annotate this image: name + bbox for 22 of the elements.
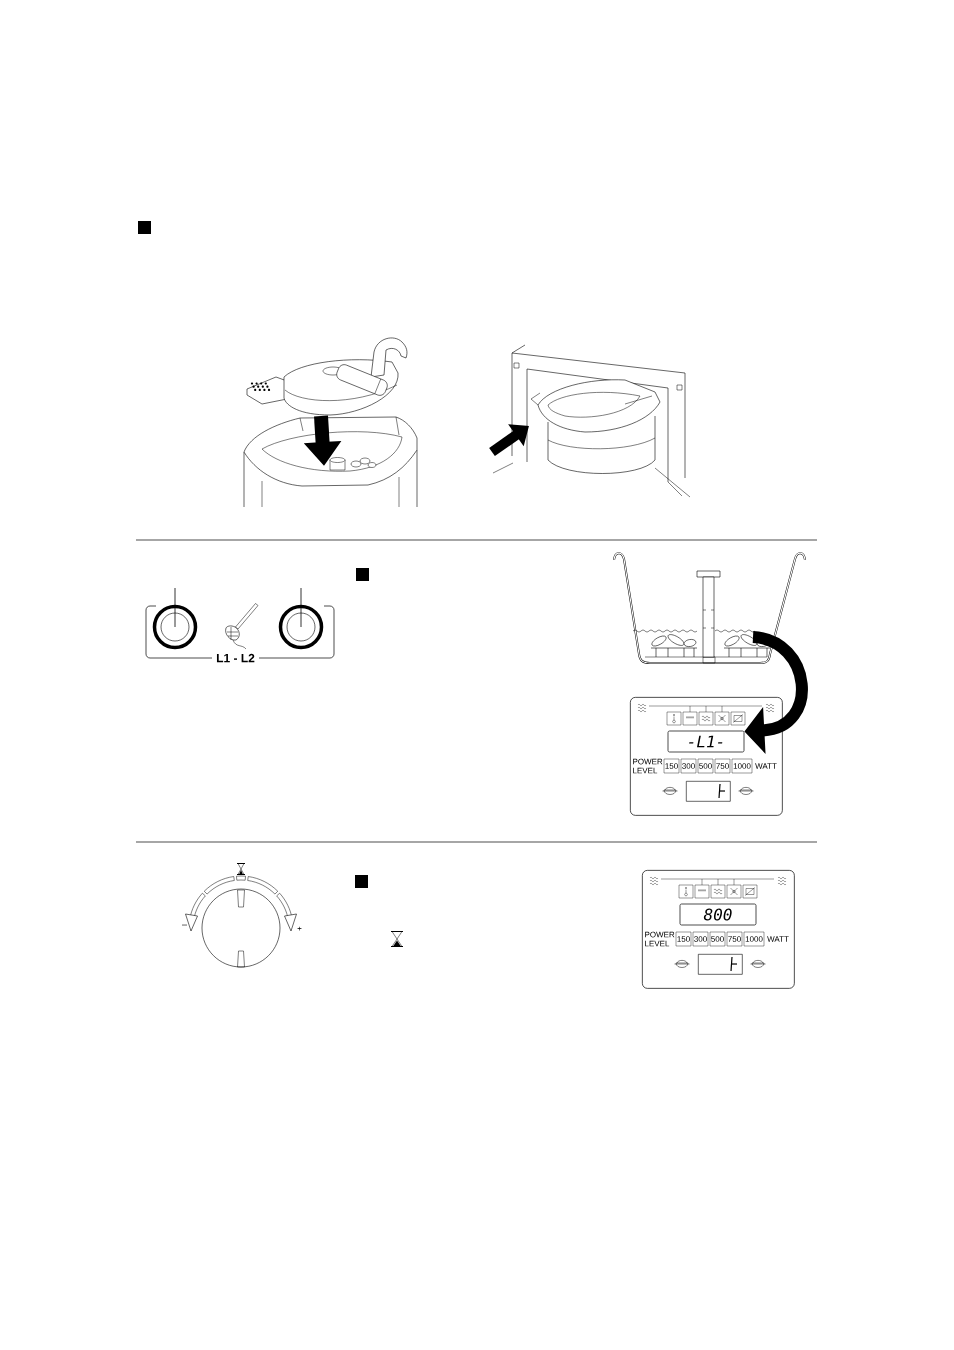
power-level-box: 1000	[743, 931, 765, 947]
small-display	[698, 954, 743, 975]
minus-label: –	[182, 924, 187, 926]
unit-label: WATT	[767, 936, 789, 942]
power-level-box: 750	[726, 931, 743, 947]
power-level-box: 300	[692, 931, 709, 947]
power-level-box: 150	[663, 758, 680, 774]
power-level-box: 500	[709, 931, 726, 947]
power-level-box: 150	[675, 931, 692, 947]
unit-label: WATT	[755, 763, 777, 769]
digital-display: -L1-	[667, 730, 745, 753]
pot-drawing	[613, 552, 806, 664]
power-level-box: 1000	[731, 758, 753, 774]
level-label: L1 - L2	[216, 653, 255, 663]
power-level-box: 750	[714, 758, 731, 774]
digital-display: 800	[679, 903, 757, 926]
power-level-label: POWER LEVEL	[645, 931, 675, 947]
power-level-box: 500	[697, 758, 714, 774]
power-level-label: POWER LEVEL	[633, 758, 663, 774]
small-display	[686, 781, 731, 802]
plus-label: +	[297, 926, 302, 931]
power-level-box: 300	[680, 758, 697, 774]
